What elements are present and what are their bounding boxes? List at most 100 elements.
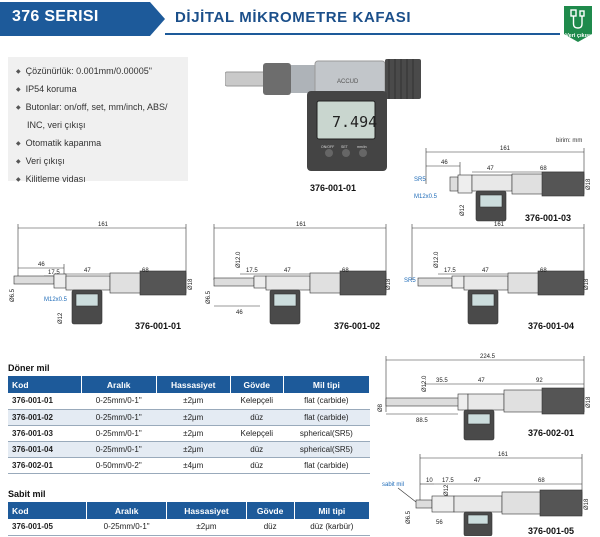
feature-item: Veri çıkışı bbox=[16, 153, 188, 171]
svg-text:17.5: 17.5 bbox=[246, 268, 258, 274]
drawing-376-001-01: 161 46 17.5 47 68 M12x0.5 Ø6.5 Ø18 Ø12 bbox=[10, 222, 194, 325]
svg-text:46: 46 bbox=[441, 160, 448, 166]
col-header: Gövde bbox=[246, 502, 295, 519]
svg-text:92: 92 bbox=[536, 378, 543, 384]
col-header: Hassasiyet bbox=[156, 376, 231, 393]
unit-note: birim: mm bbox=[556, 138, 583, 144]
svg-text:17.5: 17.5 bbox=[48, 270, 60, 276]
series-title: 376 SERISI bbox=[12, 8, 99, 25]
svg-text:M12x0.5: M12x0.5 bbox=[414, 194, 438, 200]
drawing-376-001-04: 161 17.5 47 68 SR5 Ø18 Ø12.0 bbox=[404, 222, 590, 325]
col-header: Kod bbox=[8, 502, 87, 519]
btn-label: mm/in bbox=[357, 145, 367, 149]
table2-title: Sabit mil bbox=[8, 489, 46, 499]
data-output-badge: Veri çıkışı bbox=[561, 4, 595, 44]
svg-text:Ø18: Ø18 bbox=[586, 396, 592, 408]
col-header: Gövde bbox=[230, 376, 284, 393]
drawing-caption: 376-002-01 bbox=[528, 428, 575, 438]
spec-table-rotating: Kod Aralık Hassasiyet Gövde Mil tipi 376… bbox=[8, 376, 371, 474]
svg-text:Ø12: Ø12 bbox=[460, 204, 466, 216]
btn-label: ON/OFF bbox=[321, 145, 334, 149]
badge-label: Veri çıkışı bbox=[565, 33, 591, 39]
svg-text:Ø18: Ø18 bbox=[188, 278, 194, 290]
svg-text:sabit mil: sabit mil bbox=[382, 482, 404, 488]
svg-text:47: 47 bbox=[84, 268, 91, 274]
feature-item: IP54 koruma bbox=[16, 81, 188, 99]
col-header: Aralık bbox=[81, 376, 157, 393]
svg-text:161: 161 bbox=[98, 222, 109, 228]
svg-text:161: 161 bbox=[498, 452, 509, 458]
drawing-caption: 376-001-03 bbox=[525, 213, 572, 223]
svg-text:17.5: 17.5 bbox=[444, 268, 456, 274]
svg-text:46: 46 bbox=[38, 262, 45, 268]
usb-cable-icon bbox=[570, 9, 585, 29]
svg-text:68: 68 bbox=[540, 166, 547, 172]
svg-text:Ø12: Ø12 bbox=[58, 312, 64, 324]
svg-text:SR5: SR5 bbox=[414, 177, 426, 183]
lcd-value: 7.494 bbox=[332, 113, 377, 131]
product-photo: ACCUD 7.494 ON/OFF SET mm/in bbox=[225, 59, 421, 171]
feature-item: Butonlar: on/off, set, mm/inch, ABS/ bbox=[16, 99, 188, 117]
svg-text:M12x0.5: M12x0.5 bbox=[44, 297, 68, 303]
svg-text:Ø12.0: Ø12.0 bbox=[236, 251, 242, 268]
col-header: Kod bbox=[8, 376, 82, 393]
svg-text:47: 47 bbox=[474, 478, 481, 484]
svg-text:161: 161 bbox=[296, 222, 307, 228]
svg-text:47: 47 bbox=[478, 378, 485, 384]
svg-text:68: 68 bbox=[342, 268, 349, 274]
header-bg bbox=[0, 2, 560, 36]
drawing-caption: 376-001-01 bbox=[135, 321, 182, 331]
col-header: Mil tipi bbox=[294, 502, 371, 519]
btn-label: SET bbox=[341, 145, 349, 149]
svg-text:Ø12.0: Ø12.0 bbox=[434, 251, 440, 268]
feature-item: INC, veri çıkışı bbox=[27, 120, 86, 130]
drawing-376-002-01: 224.5 35.5 47 92 88.5 Ø8 Ø18 Ø12.0 bbox=[378, 354, 592, 441]
header-banner: 376 SERISI DİJİTAL MİKROMETRE KAFASI bbox=[0, 0, 560, 38]
svg-text:68: 68 bbox=[538, 478, 545, 484]
svg-text:Ø6.5: Ø6.5 bbox=[406, 510, 412, 524]
svg-text:35.5: 35.5 bbox=[436, 378, 448, 384]
svg-text:Ø12.0: Ø12.0 bbox=[422, 375, 428, 392]
feature-item: Otomatik kapanma bbox=[16, 135, 188, 153]
features-box: Çözünürlük: 0.001mm/0.00005" IP54 koruma… bbox=[8, 57, 188, 184]
svg-text:Ø18: Ø18 bbox=[586, 178, 592, 190]
feature-item: Çözünürlük: 0.001mm/0.00005" bbox=[16, 63, 188, 81]
svg-text:17.5: 17.5 bbox=[442, 478, 454, 484]
drawing-caption: 376-001-05 bbox=[528, 526, 575, 536]
brand-label: ACCUD bbox=[337, 79, 359, 85]
svg-text:47: 47 bbox=[284, 268, 291, 274]
svg-text:224.5: 224.5 bbox=[480, 354, 496, 360]
svg-text:46: 46 bbox=[236, 310, 243, 316]
svg-text:161: 161 bbox=[494, 222, 505, 228]
drawing-376-001-02: 161 17.5 47 68 46 Ø6.5 Ø18 Ø12.0 bbox=[206, 222, 392, 325]
drawing-376-001-03: 161 46 47 68 SR5 M12x0.5 Ø18 Ø12 bbox=[414, 146, 592, 222]
svg-text:Ø6.5: Ø6.5 bbox=[206, 290, 212, 304]
svg-text:10: 10 bbox=[426, 478, 433, 484]
svg-text:Ø12: Ø12 bbox=[444, 484, 450, 496]
svg-text:SR5: SR5 bbox=[404, 278, 416, 284]
col-header: Hassasiyet bbox=[166, 502, 247, 519]
svg-text:68: 68 bbox=[540, 268, 547, 274]
svg-text:161: 161 bbox=[500, 146, 511, 152]
col-header: Mil tipi bbox=[283, 376, 371, 393]
photo-caption: 376-001-01 bbox=[310, 183, 357, 193]
svg-text:68: 68 bbox=[142, 268, 149, 274]
drawing-caption: 376-001-04 bbox=[528, 321, 575, 331]
svg-text:Ø6.5: Ø6.5 bbox=[10, 288, 16, 302]
feature-item: Kilitleme vidası bbox=[16, 171, 188, 189]
svg-text:47: 47 bbox=[487, 166, 494, 172]
svg-text:88.5: 88.5 bbox=[416, 418, 428, 424]
page-title: DİJİTAL MİKROMETRE KAFASI bbox=[175, 9, 412, 26]
drawing-376-001-05: 161 10 17.5 47 68 56 sabit mil Ø6.5 Ø18 … bbox=[382, 452, 590, 536]
col-header: Aralık bbox=[86, 502, 168, 519]
svg-text:Ø8: Ø8 bbox=[378, 403, 384, 412]
svg-text:47: 47 bbox=[482, 268, 489, 274]
svg-text:Ø18: Ø18 bbox=[584, 498, 590, 510]
spec-table-fixed: Kod Aralık Hassasiyet Gövde Mil tipi 376… bbox=[8, 502, 371, 536]
